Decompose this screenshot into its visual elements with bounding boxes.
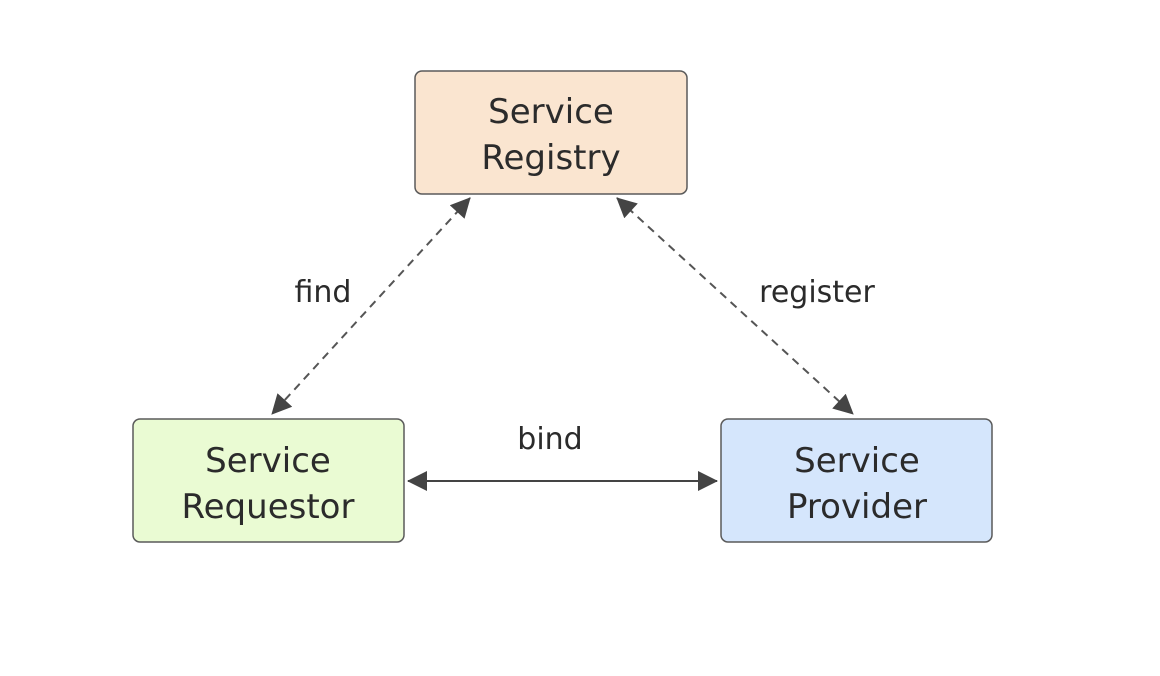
service-requestor-label-line2: Requestor [182,487,355,527]
service-registry-box [414,70,688,195]
service-registry-label-line1: Service [488,92,614,132]
service-requestor-label-line1: Service [205,441,331,481]
register-label: register [759,275,875,310]
service-registry-node: Service Registry [414,70,688,195]
service-provider-node: Service Provider [720,418,993,543]
find-edge [271,197,471,415]
service-requestor-node: Service Requestor [132,418,405,543]
service-provider-label-line2: Provider [787,487,927,527]
service-requestor-box [132,418,405,543]
find-label: find [295,275,352,310]
service-provider-label-line1: Service [794,441,920,481]
bind-label: bind [517,422,582,457]
service-registry-label-line2: Registry [481,138,620,178]
service-provider-box [720,418,993,543]
register-edge [616,197,854,415]
